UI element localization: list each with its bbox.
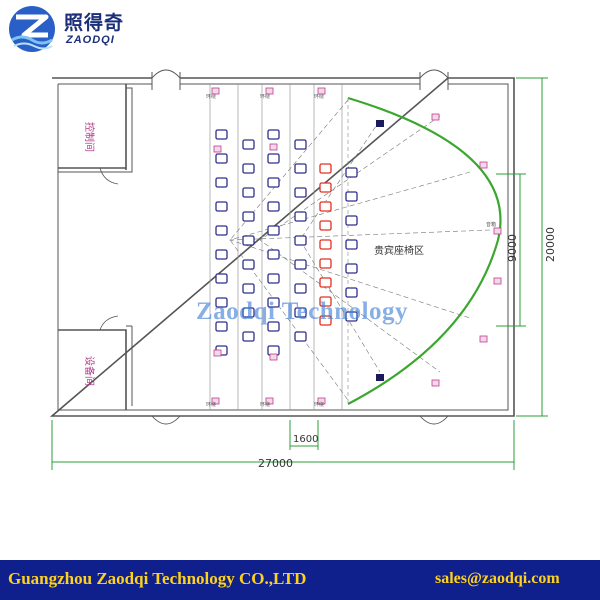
dimension-aisle-label: 1600 [293,434,318,445]
vip-seat [319,277,332,288]
surround-label-4: 环绕 [206,401,216,408]
seat [242,331,255,342]
seat [294,259,307,270]
speaker-icon [317,87,326,95]
surround-label-5: 环绕 [260,401,270,408]
brand-name-cn: 照得奇 [64,12,125,34]
speaker-icon [493,227,502,235]
speaker-icon [479,335,488,343]
speaker-label: 音箱 [486,221,496,228]
seat [267,297,280,308]
seat [294,331,307,342]
seat [215,273,228,284]
dimension-depth-label: 20000 [544,227,557,262]
speaker-icon [213,349,222,357]
seat [242,283,255,294]
seat [294,283,307,294]
speaker-icon [265,87,274,95]
seat [345,263,358,274]
seat [294,163,307,174]
watermark-text: Zaodqi Technology [196,298,409,325]
speaker-icon [265,397,274,405]
wave-z-logo-icon [9,6,55,52]
dimension-width-label: 27000 [258,457,293,470]
seat [215,129,228,140]
vip-seat [319,258,332,269]
seat [242,235,255,246]
seat [215,225,228,236]
speaker-icon [479,161,488,169]
seat [267,273,280,284]
vip-seat [319,201,332,212]
seat [345,215,358,226]
dimension-lines [51,77,548,470]
vip-zone-label: 贵宾座椅区 [374,244,424,257]
footer-bar: Guangzhou Zaodqi Technology CO.,LTD sale… [0,560,600,600]
footer-company-name: Guangzhou Zaodqi Technology CO.,LTD [8,569,307,588]
seat [294,139,307,150]
subwoofer-icon [376,120,384,127]
seating-blocks [215,129,358,356]
speaker-icon [269,143,278,151]
surround-label-1: 环绕 [206,93,216,100]
seat [215,201,228,212]
seat [242,211,255,222]
seat [267,201,280,212]
brand-logo: 照得奇 ZAODQI [6,4,136,56]
seat [267,153,280,164]
seat [215,249,228,260]
surround-label-2: 环绕 [260,93,270,100]
cinema-floor-plan: 控制间 设备间 贵宾座椅区 27000 20000 9000 1600 环绕 环… [49,69,557,470]
seat [345,311,358,322]
vip-seat [319,239,332,250]
seat [294,211,307,222]
seat [242,187,255,198]
seat [267,177,280,188]
speaker-icon [431,113,440,121]
speaker-icon [211,397,220,405]
aisle-lines [209,84,343,410]
seat [242,163,255,174]
speaker-icon [431,379,440,387]
seat [215,177,228,188]
vip-seat [319,163,332,174]
vip-seat [319,182,332,193]
footer-email-link[interactable]: sales@zaodqi.com [435,570,560,587]
screen-arc [347,96,502,405]
seat [242,259,255,270]
seat [294,307,307,318]
seat [215,297,228,308]
building-walls [49,69,515,425]
seat [242,307,255,318]
seat [294,235,307,246]
seat [345,191,358,202]
speaker-icon [269,353,278,361]
equipment-room-label: 设备间 [83,356,96,386]
seat [267,129,280,140]
seat [345,239,358,250]
speaker-icon [493,277,502,285]
seat [267,249,280,260]
surround-label-6: 环绕 [314,401,324,408]
brand-name-en: ZAODQI [66,34,115,46]
speaker-icon [317,397,326,405]
speakers [211,87,502,405]
seat [215,153,228,164]
vip-seat [319,315,332,326]
seat [294,187,307,198]
seat [215,321,228,332]
seat [267,225,280,236]
subwoofer-icon [376,374,384,381]
speaker-icon [211,87,220,95]
dimension-screen-label: 9000 [506,234,519,262]
speaker-icon [213,145,222,153]
seat [267,321,280,332]
vip-seat [319,296,332,307]
seat [345,167,358,178]
control-room-label: 控制间 [83,122,96,152]
vip-seat [319,220,332,231]
seat [345,287,358,298]
surround-label-3: 环绕 [314,93,324,100]
seat [242,139,255,150]
